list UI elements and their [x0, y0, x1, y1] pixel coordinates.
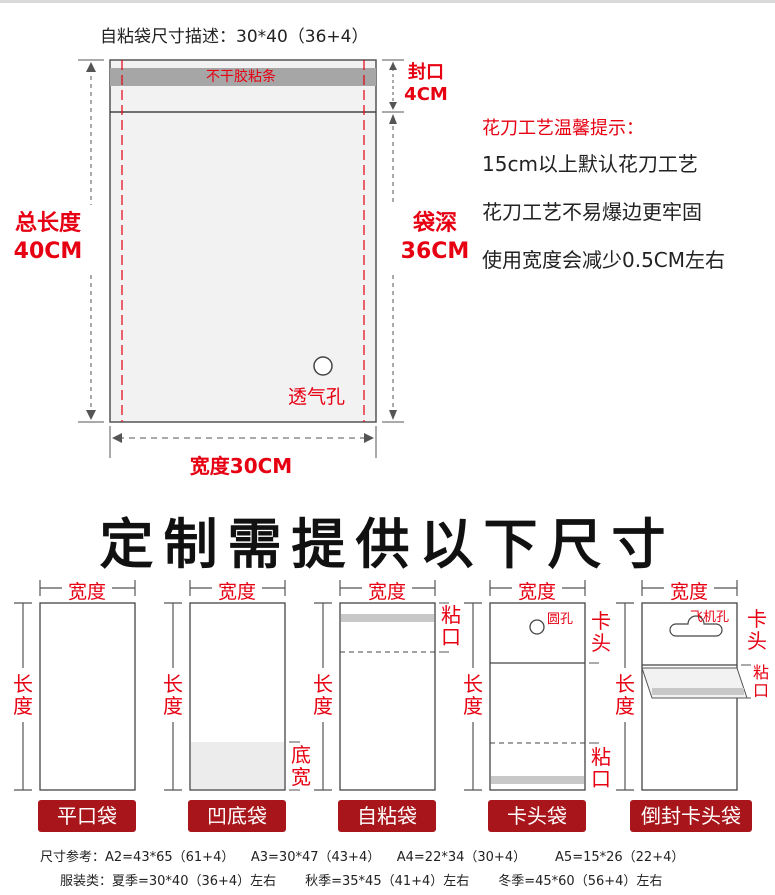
spec-title: 自粘袋尺寸描述：30*40（36+4） — [100, 27, 369, 47]
bag-name-badge: 卡头袋 — [488, 800, 586, 832]
gusset-area — [191, 742, 284, 789]
seal-value: 4CM — [404, 84, 448, 105]
reverse-seal-label: 粘口 — [752, 663, 769, 700]
width-label: 宽度30CM — [189, 454, 293, 478]
airplane-hole — [669, 615, 723, 637]
top-divider — [0, 0, 775, 3]
adhesive-strip — [110, 68, 376, 86]
bag-depth-dimension: 袋深 36CM — [400, 210, 470, 266]
adhesive-seal-label: 粘口 — [441, 603, 461, 649]
size-reference: 尺寸参考：A2=43*65（61+4） A3=30*47（43+4） A4=22… — [40, 850, 685, 865]
bag-name-badge: 自粘袋 — [338, 800, 436, 832]
width-dim-label: 宽度 — [517, 581, 556, 603]
tip-item: 花刀工艺不易爆边更牢固 — [482, 200, 702, 224]
tip-item: 15cm以上默认花刀工艺 — [482, 152, 698, 176]
round-hole — [529, 619, 545, 635]
vent-hole — [313, 356, 333, 376]
strip-label: 不干胶粘条 — [206, 69, 276, 85]
seal-dimension: 封口 4CM — [404, 62, 448, 106]
tips-title: 花刀工艺温馨提示： — [482, 118, 644, 139]
tip-item: 使用宽度会减少0.5CM左右 — [482, 248, 726, 272]
vent-label: 透气孔 — [288, 386, 346, 408]
bag-depth-value: 36CM — [400, 239, 470, 264]
width-dim-label: 宽度 — [669, 581, 708, 603]
length-dim-label: 长度 — [163, 672, 183, 718]
header-seal-label: 粘口 — [591, 745, 611, 791]
adhesive-strip-small — [341, 614, 434, 622]
total-length-value: 40CM — [13, 239, 83, 264]
total-length-dimension: 总长度 40CM — [10, 210, 86, 266]
reverse-header-label: 卡头 — [747, 607, 767, 653]
width-dim-label: 宽度 — [367, 581, 406, 603]
length-dim-label: 长度 — [313, 672, 333, 718]
length-dim-label: 长度 — [463, 672, 483, 718]
round-hole-label: 圆孔 — [547, 612, 574, 627]
seal-label: 封口 — [408, 62, 444, 83]
flat-bag-shape — [39, 602, 136, 791]
bag-name-badge: 倒封卡头袋 — [630, 800, 752, 832]
section-heading: 定制需提供以下尺寸 — [99, 513, 676, 576]
bag-name-badge: 凹底袋 — [188, 800, 286, 832]
main-bag-diagram — [78, 59, 404, 458]
width-dim-label: 宽度 — [67, 581, 106, 603]
clothing-reference: 服装类：夏季=30*40（36+4）左右 秋季=35*45（41+4）左右 冬季… — [60, 874, 663, 889]
bag-name-badge: 平口袋 — [38, 800, 136, 832]
gusset-width-label: 底宽 — [291, 743, 311, 789]
total-length-label: 总长度 — [14, 211, 81, 236]
bag-depth-label: 袋深 — [412, 211, 457, 236]
header-label: 卡头 — [591, 609, 611, 655]
length-dim-label: 长度 — [13, 672, 33, 718]
width-dim-label: 宽度 — [217, 581, 256, 603]
length-dim-label: 长度 — [615, 672, 635, 718]
airplane-hole-label: 飞机孔 — [690, 610, 730, 625]
adhesive-bag-shape — [339, 602, 436, 791]
